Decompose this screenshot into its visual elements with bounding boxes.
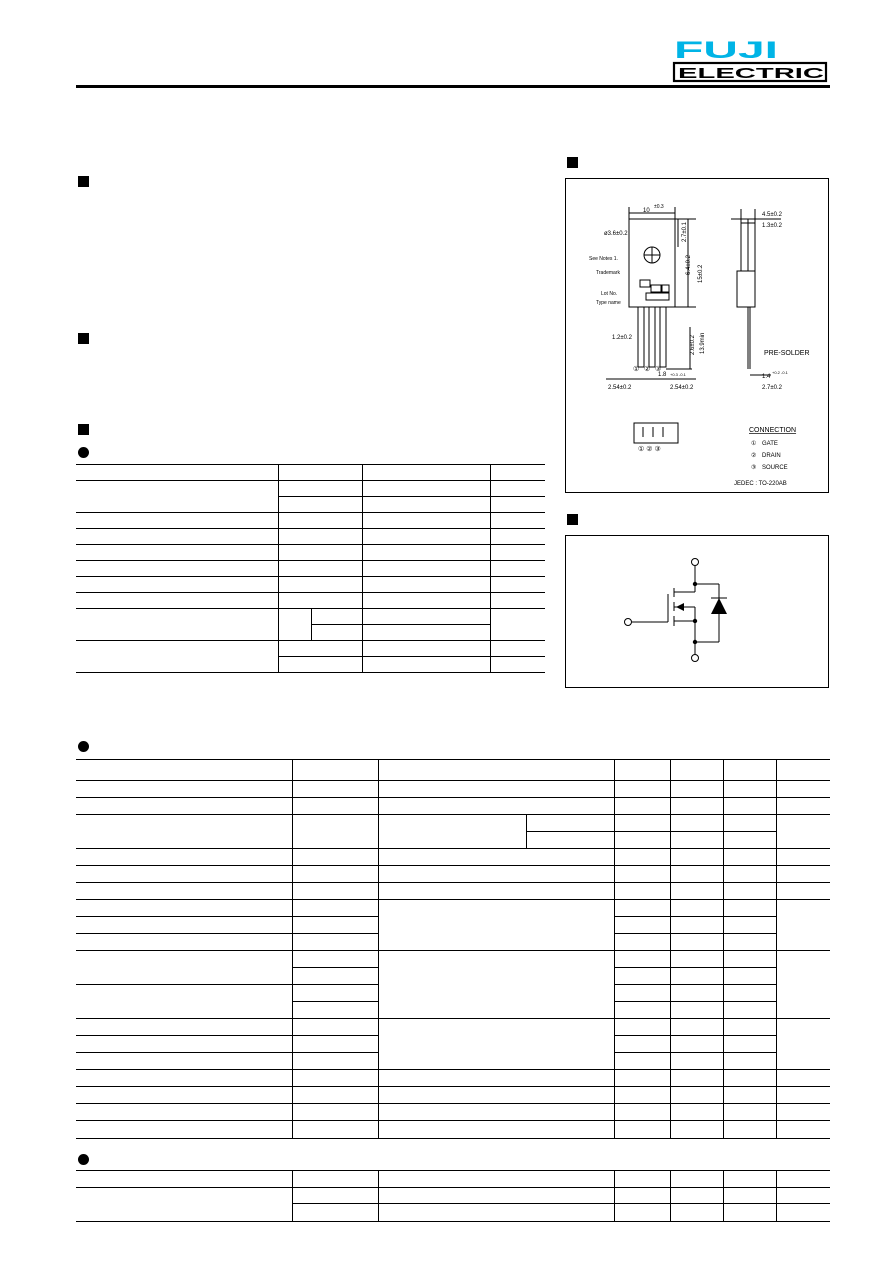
outline-drawing: 10 ±0.3 ø3.6±0.2 2.7±0.1 6.4±0.2 15±0.2 … <box>565 178 829 493</box>
section-marker-maximum-ratings <box>78 424 89 435</box>
label-trademark: Trademark <box>596 270 620 276</box>
pin-label-3: ③ <box>655 365 661 373</box>
conn-pin-2-num: ② <box>751 452 756 459</box>
label-lot: Lot No. <box>601 291 617 297</box>
conn-pin-3-num: ③ <box>751 464 756 471</box>
conn-pin-1-name: GATE <box>762 441 778 447</box>
dim-width: 10 <box>643 208 650 214</box>
section-marker-features <box>78 176 89 187</box>
dim-15: 15±0.2 <box>698 264 704 283</box>
maximum-ratings-table <box>76 464 545 673</box>
dim-1-8: 1.8 <box>658 372 667 378</box>
logo-line1: FUJI <box>674 37 778 64</box>
fuji-electric-logo: FUJI ELECTRIC <box>672 36 830 84</box>
dim-width-tol: ±0.3 <box>654 204 664 210</box>
jedec-label: JEDEC : TO-220AB <box>734 481 787 487</box>
pin-label-1: ① <box>633 365 639 373</box>
dim-2-6: 2.6±0.2 <box>690 334 696 355</box>
subsection-marker-electrical <box>78 741 89 752</box>
thermal-characteristics-table <box>76 1170 830 1222</box>
bottom-pins: ① ② ③ <box>638 445 661 453</box>
conn-pin-2-name: DRAIN <box>762 453 781 459</box>
dim-1-8-tol: +0.3 -0.1 <box>670 372 687 377</box>
section-marker-applications <box>78 333 89 344</box>
dim-hole: ø3.6±0.2 <box>604 231 628 237</box>
dim-6-4: 6.4±0.2 <box>686 254 692 275</box>
outline-svg: 10 ±0.3 ø3.6±0.2 2.7±0.1 6.4±0.2 15±0.2 … <box>589 204 810 487</box>
dim-2-7: 2.7±0.1 <box>682 221 688 242</box>
dim-4-5: 4.5±0.2 <box>762 212 783 218</box>
section-marker-outline <box>567 157 578 168</box>
dim-13-9: 13.9min <box>700 333 706 354</box>
label-type: Type name <box>596 300 621 306</box>
dim-2-7b: 2.7±0.2 <box>762 385 783 391</box>
dim-1-4: 1.4 <box>762 374 771 380</box>
dim-1-3: 1.3±0.2 <box>762 223 783 229</box>
label-see-notes: See Notes 1. <box>589 256 618 262</box>
subsection-marker-thermal <box>78 1154 89 1165</box>
dim-1-4-tol: +0.2 -0.1 <box>772 370 789 375</box>
label-pre-solder: PRE-SOLDER <box>764 350 810 357</box>
dim-pitch-1: 2.54±0.2 <box>608 385 632 391</box>
electrical-characteristics-table <box>76 759 830 1139</box>
equivalent-circuit <box>565 535 829 688</box>
pin-label-2: ② <box>644 365 650 373</box>
dim-pitch-2: 2.54±0.2 <box>670 385 694 391</box>
section-marker-equivalent-circuit <box>567 514 578 525</box>
dim-1-2: 1.2±0.2 <box>612 335 633 341</box>
subsection-marker-absolute-max <box>78 447 89 458</box>
logo-line2: ELECTRIC <box>678 65 824 82</box>
connection-title: CONNECTION <box>749 427 796 434</box>
conn-pin-3-name: SOURCE <box>762 465 788 471</box>
mosfet-symbol <box>624 558 727 662</box>
header-rule <box>76 85 830 88</box>
conn-pin-1-num: ① <box>751 440 756 447</box>
